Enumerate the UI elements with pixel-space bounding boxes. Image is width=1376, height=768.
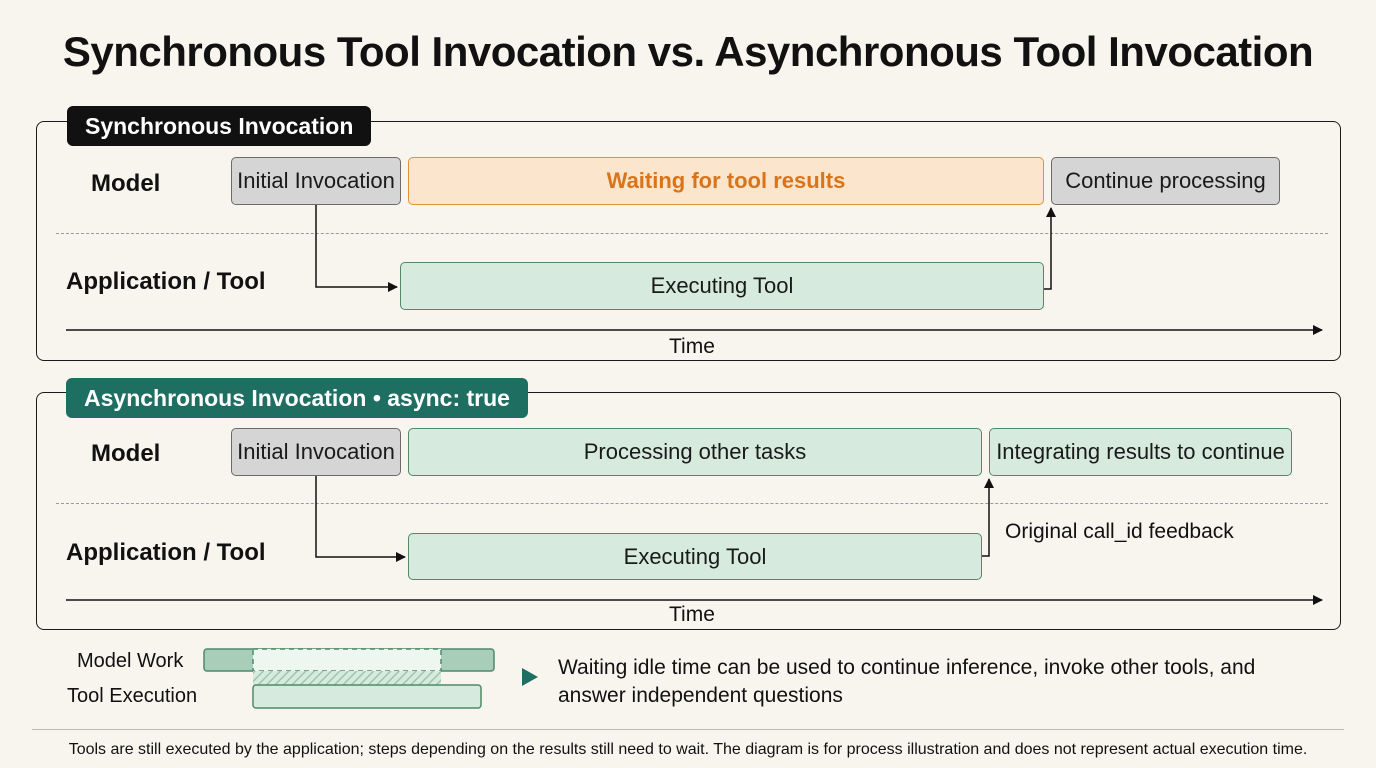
- async-feedback-label: Original call_id feedback: [1005, 520, 1234, 543]
- sync-tag: Synchronous Invocation: [67, 106, 372, 146]
- async-initial-invocation-box: Initial Invocation: [231, 428, 401, 476]
- async-return-arrow: [982, 478, 994, 557]
- sync-call-arrow: [315, 205, 398, 292]
- sync-panel: [36, 121, 1341, 361]
- sync-model-label: Model: [91, 170, 161, 197]
- footer-divider: [32, 729, 1344, 730]
- sync-continue-box: Continue processing: [1051, 157, 1280, 205]
- async-executing-box: Executing Tool: [408, 533, 982, 580]
- async-integrating-box: Integrating results to continue: [989, 428, 1292, 476]
- sync-executing-box: Executing Tool: [400, 262, 1044, 310]
- sync-divider: [56, 233, 1328, 234]
- async-divider: [56, 503, 1328, 504]
- sync-waiting-box: Waiting for tool results: [408, 157, 1044, 205]
- sync-tool-label: Application / Tool: [66, 268, 266, 295]
- async-processing-box: Processing other tasks: [408, 428, 982, 476]
- async-model-label: Model: [91, 440, 161, 467]
- async-call-arrow: [315, 476, 406, 562]
- legend-pointer-icon: [522, 668, 538, 686]
- async-tool-label: Application / Tool: [66, 539, 266, 566]
- legend-note: Waiting idle time can be used to continu…: [558, 656, 1256, 707]
- sync-initial-invocation-box: Initial Invocation: [231, 157, 401, 205]
- async-panel: [36, 392, 1341, 630]
- legend-idle-segment: [252, 648, 442, 672]
- footer-note: Tools are still executed by the applicat…: [68, 741, 1308, 758]
- async-time-label: Time: [669, 603, 715, 626]
- sync-time-label: Time: [669, 335, 715, 358]
- legend-tool-execution-label: Tool Execution: [67, 685, 198, 707]
- sync-return-arrow: [1044, 207, 1056, 290]
- async-tag: Asynchronous Invocation • async: true: [66, 378, 528, 418]
- legend-model-work-label: Model Work: [77, 650, 184, 672]
- legend-tool-execution-bar: [252, 684, 482, 709]
- page-title: Synchronous Tool Invocation vs. Asynchro…: [62, 28, 1314, 75]
- legend-overlap-hatch: [253, 671, 441, 685]
